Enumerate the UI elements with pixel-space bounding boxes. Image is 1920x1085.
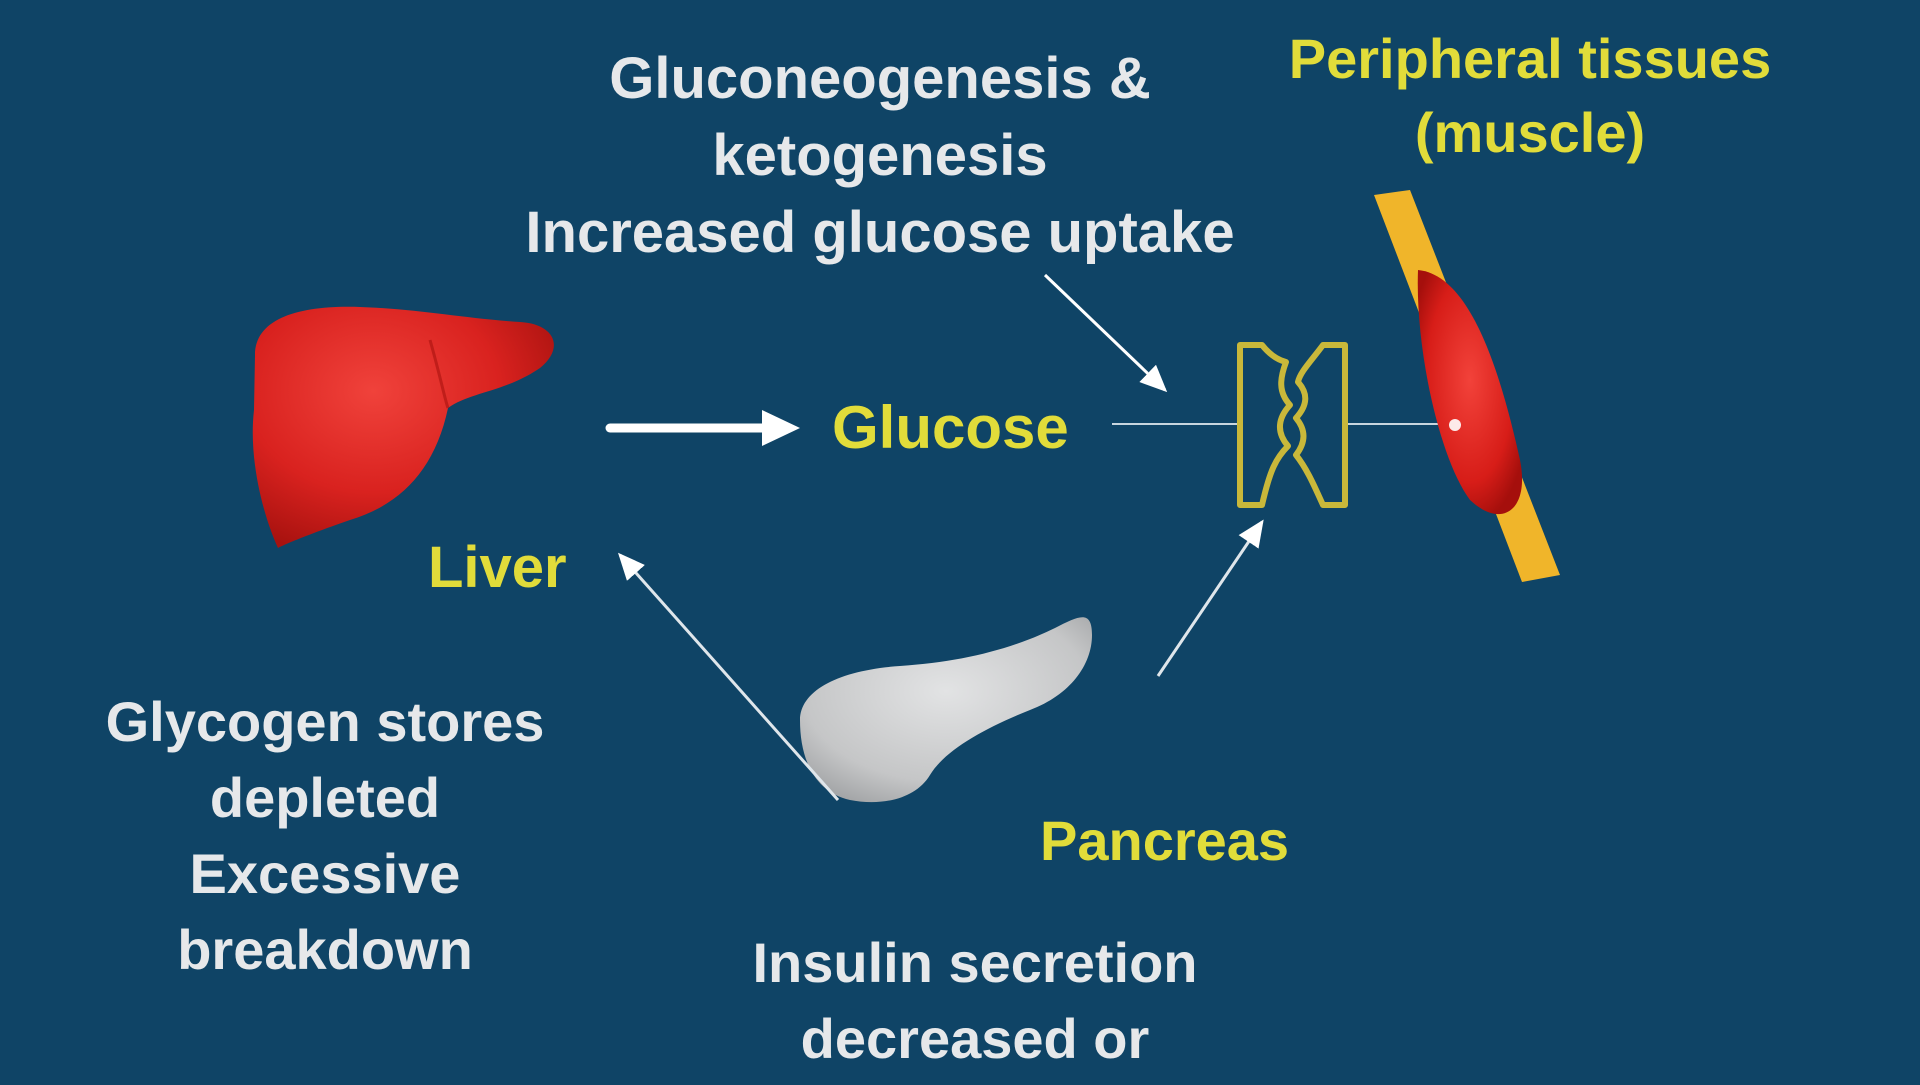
- pancreas-note-line-1: Insulin secretion: [752, 931, 1198, 994]
- liver-note-line-4: breakdown: [177, 918, 473, 981]
- glucose-label: Glucose: [832, 394, 1069, 461]
- top-note-line-3: Increased glucose uptake: [525, 200, 1235, 265]
- pancreas-note: Insulin secretion decreased or: [690, 925, 1260, 1077]
- top-note: Gluconeogenesis & ketogenesis Increased …: [470, 40, 1290, 271]
- liver-label: Liver: [428, 535, 567, 600]
- peripheral-line-2: (muscle): [1414, 101, 1646, 164]
- pancreas-organ-icon: [800, 617, 1092, 803]
- pancreas-label: Pancreas: [1040, 809, 1290, 872]
- pancreas-to-liver-arrow: [618, 552, 840, 801]
- top-note-line-2: ketogenesis: [712, 123, 1048, 188]
- top-note-arrow: [1043, 273, 1168, 393]
- liver-note: Glycogen stores depleted Excessive break…: [40, 684, 610, 988]
- liver-to-glucose-arrow: [605, 410, 800, 446]
- pancreas-note-line-2: decreased or: [800, 1007, 1150, 1070]
- cell-receptor-icon: [1237, 342, 1348, 508]
- top-note-line-1: Gluconeogenesis &: [609, 46, 1151, 111]
- liver-note-line-3: Excessive: [189, 842, 461, 905]
- liver-note-line-1: Glycogen stores: [105, 690, 545, 753]
- muscle-tissue-icon: [1374, 190, 1560, 582]
- peripheral-tissues-label: Peripheral tissues (muscle): [1230, 22, 1830, 170]
- pancreas-to-receptor-arrow: [1156, 519, 1264, 677]
- liver-note-line-2: depleted: [209, 766, 441, 829]
- peripheral-line-1: Peripheral tissues: [1288, 27, 1772, 90]
- liver-organ-icon: [252, 306, 554, 548]
